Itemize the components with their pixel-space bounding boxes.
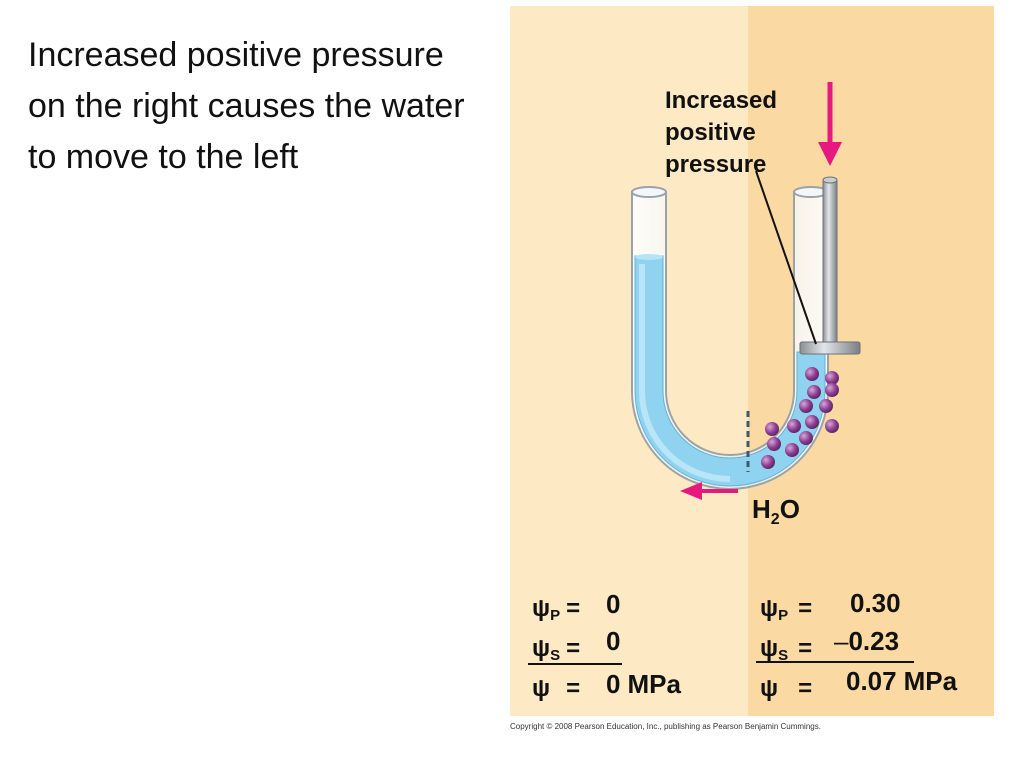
pressure-label: Increased positive pressure (665, 87, 784, 178)
pressure-label-line-1: Increased (665, 87, 777, 114)
left-psi-s-symbol: ψ (532, 635, 550, 662)
osmosis-u-tube-diagram: Increased positive pressure H2O ψP= 0 ψS… (510, 6, 994, 716)
copyright-notice: Copyright © 2008 Pearson Education, Inc.… (510, 722, 821, 731)
left-psi-p-subscript: P (550, 607, 560, 624)
water-formula-label: H2O (752, 494, 800, 528)
right-psi-p-equals: = (798, 595, 812, 622)
solute-particle (825, 419, 839, 433)
left-psi-s-row: ψS = (532, 635, 580, 664)
right-psi-p-value: 0.30 (850, 588, 901, 618)
solute-particle (807, 385, 821, 399)
pressure-leader-line (755, 170, 817, 345)
piston-rod-top (822, 176, 838, 184)
right-psi-p-subscript: P (778, 607, 788, 624)
solute-particle (799, 399, 813, 413)
solute-particle (765, 422, 779, 436)
water-formula-suffix: O (780, 494, 800, 524)
pressure-arrow-head (818, 142, 842, 166)
left-psi-s-value: 0 (606, 626, 620, 656)
water (634, 255, 826, 487)
solute-particle (785, 443, 799, 457)
right-psi-s-total: –0.23 (834, 626, 899, 656)
solute-particle (825, 371, 839, 385)
piston-plate (799, 341, 861, 355)
solute-particle (787, 419, 801, 433)
left-psi-s-subscript: S (550, 647, 560, 664)
solute-particle (799, 431, 813, 445)
right-psi-symbol: ψ (760, 675, 778, 702)
left-water-surface (635, 254, 663, 260)
left-psi-value: 0 (606, 669, 620, 699)
left-psi-p-row: ψP = (532, 595, 580, 624)
water-formula-subscript: 2 (771, 511, 780, 528)
water-flow-arrow-head (680, 482, 702, 500)
right-psi-p-symbol: ψ (760, 595, 778, 622)
piston-rod (822, 179, 838, 347)
right-psi-s-value: 0.23 (848, 626, 899, 656)
left-psi-p-symbol: ψ (532, 595, 550, 622)
left-psi-symbol: ψ (532, 675, 550, 702)
left-psi-p-value: 0 (606, 589, 620, 619)
right-psi-total-row: ψ= (760, 675, 812, 702)
right-psi-s-sign: – (834, 626, 849, 656)
panel-left-background (510, 6, 748, 716)
right-psi-s-row: ψS = (760, 635, 812, 664)
right-psi-s-equals: = (798, 635, 812, 662)
left-psi-unit: MPa (627, 669, 681, 699)
left-psi-p-equals: = (566, 595, 580, 622)
caption-text: Increased positive pressure on the right… (28, 36, 465, 176)
left-tube-rim (631, 186, 667, 198)
solute-particle (761, 455, 775, 469)
water-highlight (639, 264, 731, 482)
pressure-label-line-3: pressure (665, 151, 766, 178)
right-psi-s-symbol: ψ (760, 635, 778, 662)
left-psi-equals: = (566, 675, 580, 702)
right-psi-s-subscript: S (778, 647, 788, 664)
solute-particle (825, 383, 839, 397)
pressure-label-line-2: positive (665, 119, 756, 146)
solute-particle (805, 415, 819, 429)
right-psi-value: 0.07 (846, 666, 897, 696)
right-psi-p-row: ψP = (760, 595, 812, 624)
solute-particles (761, 367, 839, 469)
water-formula-symbol: H (752, 494, 771, 524)
left-psi-total-row: ψ= (532, 675, 580, 702)
solute-particle (805, 367, 819, 381)
left-psi-s-equals: = (566, 635, 580, 662)
panel-right-background (748, 6, 994, 716)
diagram-svg: Increased positive pressure H2O ψP= 0 ψS… (510, 6, 994, 716)
solute-particle (819, 399, 833, 413)
solute-particle (767, 437, 781, 451)
right-psi-unit: MPa (904, 666, 958, 696)
right-psi-equals: = (798, 675, 812, 702)
